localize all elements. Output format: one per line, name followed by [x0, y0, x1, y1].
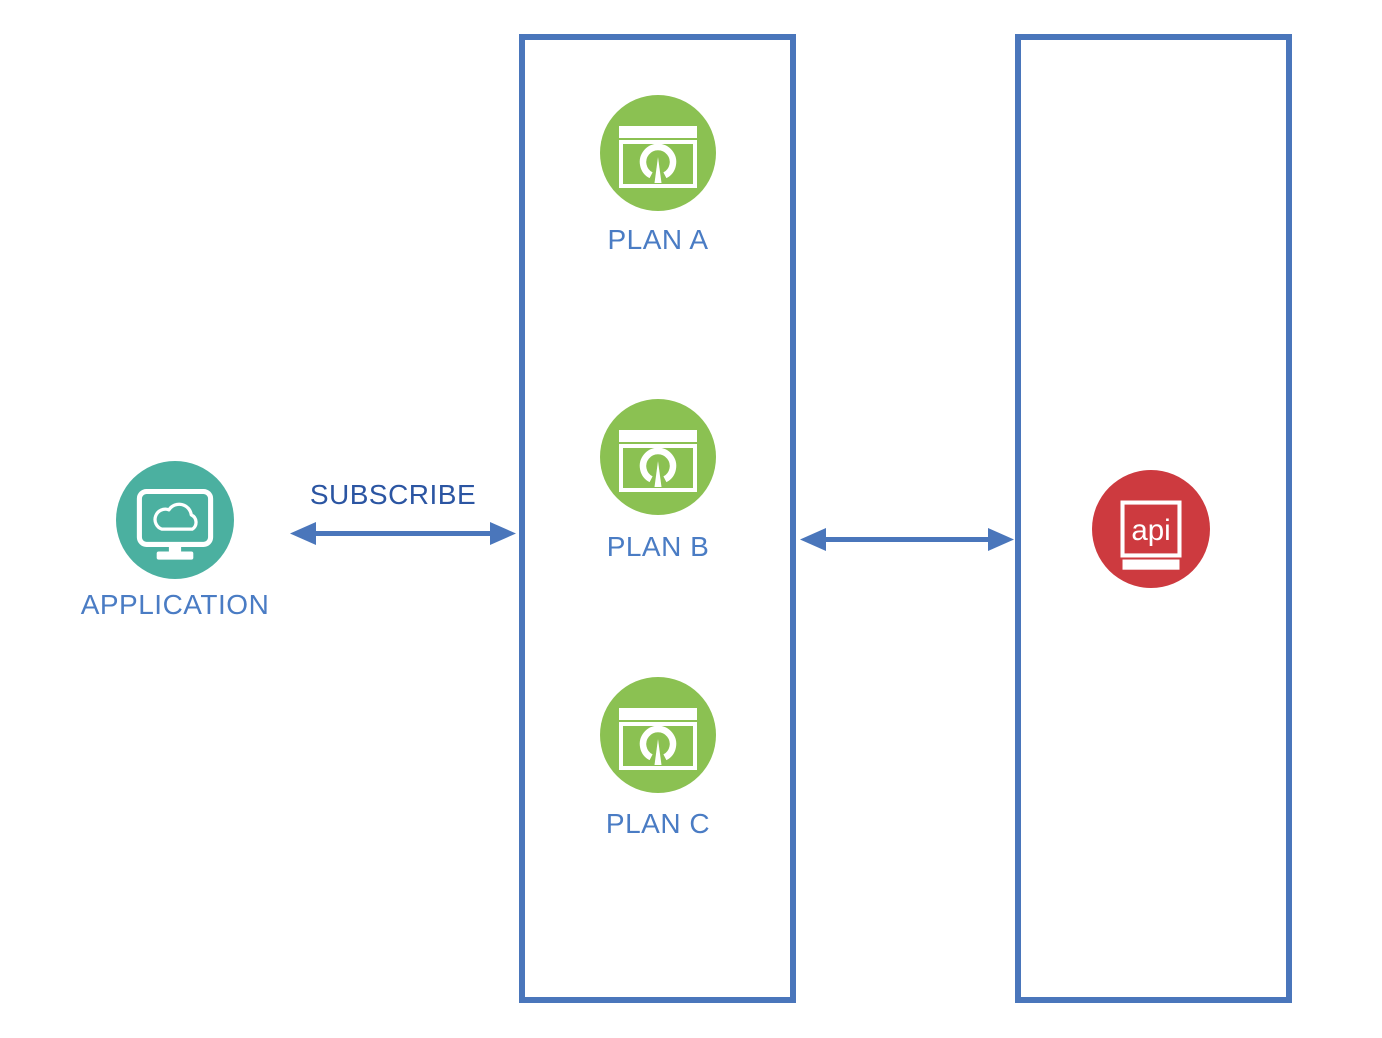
plan-circle	[600, 399, 716, 515]
api-icon: api	[1092, 470, 1210, 588]
gauge-arc	[639, 447, 677, 483]
api-bottom-bar	[1122, 559, 1180, 570]
window-body	[619, 444, 697, 492]
gauge-needle	[654, 739, 662, 765]
gauge-arc	[639, 143, 677, 179]
monitor-base	[156, 551, 194, 560]
monitor-neck	[168, 544, 182, 553]
plan-a-label: PLAN A	[607, 224, 709, 255]
api-label: api	[1131, 514, 1170, 547]
arrow-head-right	[490, 522, 516, 545]
window-titlebar	[619, 126, 697, 138]
gauge-window-icon	[619, 430, 697, 492]
arrow-head-left	[290, 522, 316, 545]
cloud-icon	[153, 502, 198, 531]
monitor-cloud-icon	[136, 488, 214, 560]
application-label: APPLICATION	[80, 589, 270, 620]
gauge-needle	[654, 461, 662, 487]
plan-b-label: PLAN B	[606, 531, 710, 562]
api-window-icon: api	[1120, 500, 1182, 570]
plans-box	[519, 34, 796, 1003]
window-titlebar	[619, 708, 697, 720]
application-icon	[116, 461, 234, 579]
subscribe-label: SUBSCRIBE	[309, 479, 477, 510]
plan-b-icon	[600, 399, 716, 515]
plan-a-icon	[600, 95, 716, 211]
gauge-arc	[639, 725, 677, 761]
window-titlebar	[619, 430, 697, 442]
application-circle	[116, 461, 234, 579]
arrow-head-left	[800, 528, 826, 551]
plans-api-arrow	[800, 528, 1014, 551]
gauge-window-icon	[619, 126, 697, 188]
plan-circle	[600, 95, 716, 211]
application-icon-background	[116, 461, 234, 579]
gauge-needle	[654, 157, 662, 183]
gauge-window-icon	[619, 708, 697, 770]
plan-circle	[600, 677, 716, 793]
window-body	[619, 722, 697, 770]
plan-c-label: PLAN C	[605, 808, 711, 839]
subscribe-arrow	[290, 522, 516, 545]
api-circle	[1092, 470, 1210, 588]
plan-c-icon	[600, 677, 716, 793]
window-body	[619, 140, 697, 188]
arrow-head-right	[988, 528, 1014, 551]
api-square-outline	[1120, 500, 1182, 558]
